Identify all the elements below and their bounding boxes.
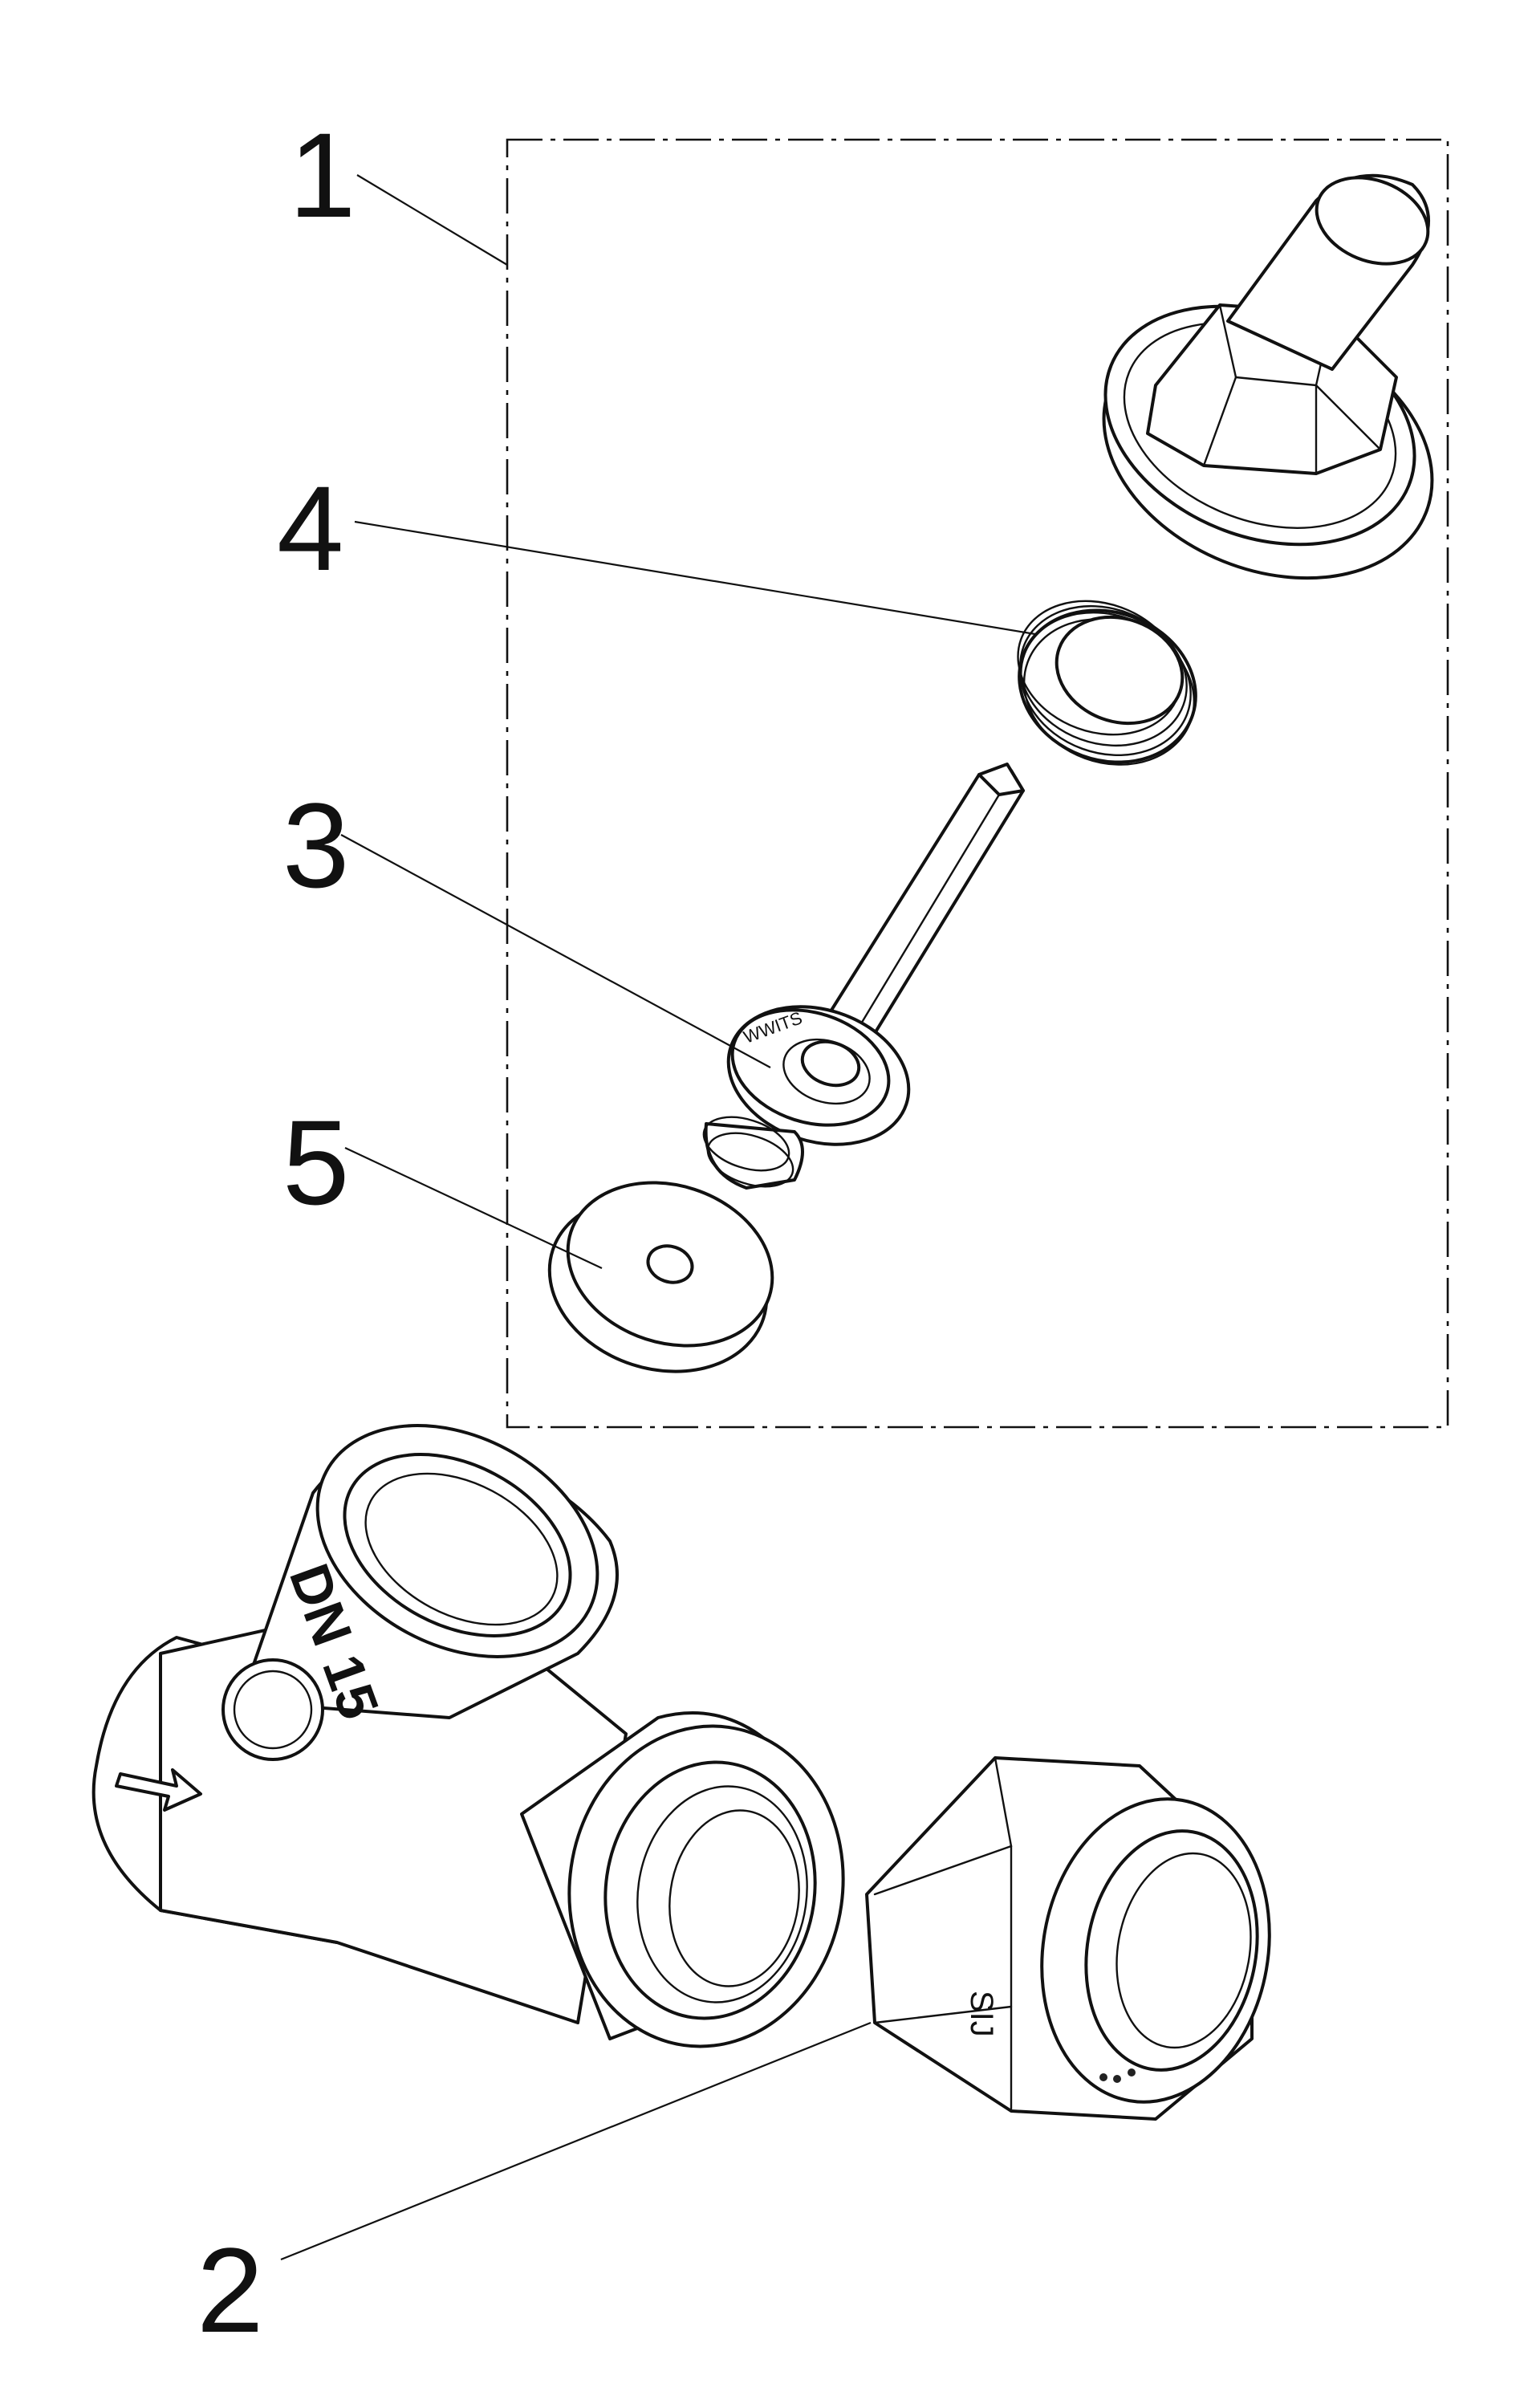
bonnet-plug [1102,173,1434,580]
callout-4: 4 [277,461,343,596]
leader-line-3 [340,834,771,1068]
callout-3: 3 [282,778,349,913]
callout-2: 2 [197,2223,263,2357]
leader-line-1 [356,174,508,266]
leader-line-4 [354,520,1036,636]
valve-body: DN 15 [91,1424,845,2048]
union-nut: SIJ [865,1756,1271,2121]
callout-5: 5 [282,1095,349,1230]
leader-line-5 [344,1147,603,1269]
nut-brand-marking: SIJ [964,1991,999,2037]
sealing-washer [547,1181,774,1373]
kit-boundary-frame [506,138,1449,1429]
leader-line-2 [280,2021,872,2261]
body-logo-icon [221,1658,324,1761]
threaded-ring [1017,600,1197,766]
callout-1: 1 [289,108,356,242]
flow-direction-arrow-icon [115,1768,202,1812]
valve-stem: WWITS [702,763,1025,1190]
